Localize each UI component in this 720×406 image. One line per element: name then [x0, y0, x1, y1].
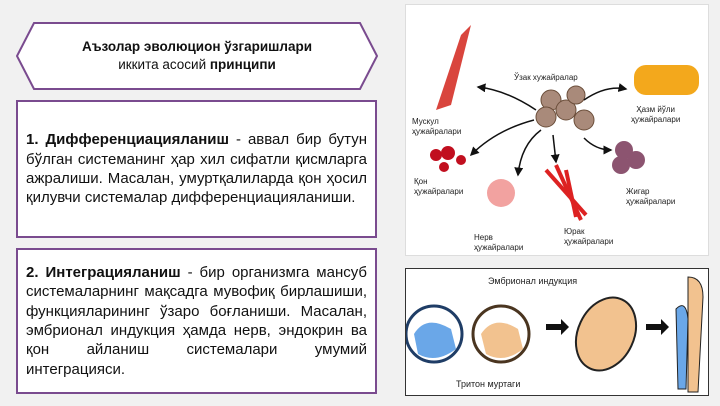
principle1-text: - аввал бир бутун бўлган системанинг ҳар… [26, 131, 367, 207]
principle-differentiation: 1. Дифференциацияланиш - аввал бир бутун… [16, 100, 377, 238]
embryo-caption: Тритон муртаги [456, 379, 521, 389]
page-title: Аъзолар эволюцион ўзгаришлари [81, 39, 313, 54]
subtitle: иккита асосий [118, 57, 210, 72]
principle1-term: 1. Дифференциацияланиш [26, 131, 229, 149]
embryo-illustration [406, 276, 704, 393]
subtitle-bold: принципи [209, 57, 276, 72]
embryo-title: Эмбрионал индукция [488, 276, 578, 286]
cells-illustration [430, 25, 699, 221]
principle2-text: - бир организмга мансуб системаларнинг м… [26, 263, 367, 378]
embryonic-induction-diagram: Эмбрионал индукция Тритон муртаги [405, 268, 709, 396]
title-banner: Аъзолар эволюцион ўзгаришлари иккита асо… [16, 22, 378, 90]
principle-integration: 2. Интеграцияланиш - бир организмга манс… [16, 248, 377, 394]
principle2-term: 2. Интеграцияланиш [26, 263, 181, 281]
stem-cells-label: Ўзак хужайралар [514, 73, 578, 82]
